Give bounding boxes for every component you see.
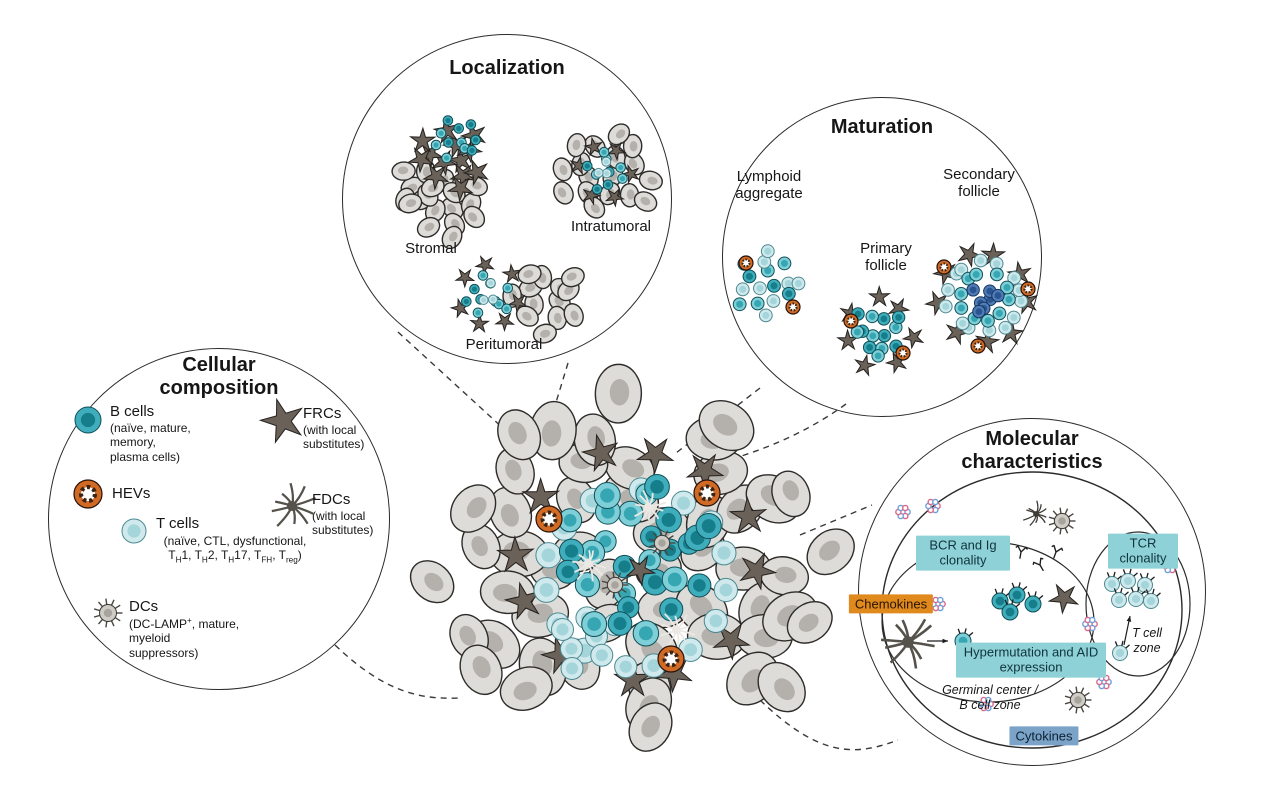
- legend-icons: [73, 397, 316, 628]
- cytokine-molecule: [1096, 674, 1112, 690]
- hypermutation-box: Hypermutation and AID expression: [956, 642, 1106, 678]
- primary-follicle-label: Primary follicle: [860, 240, 912, 275]
- germinal-center-label: Germinal center /B cell zone: [942, 683, 1038, 712]
- hev-icon: [895, 345, 911, 361]
- hev-icon: [535, 505, 563, 533]
- t-cells-label: T cells: [156, 515, 200, 532]
- stromal-label: Stromal: [405, 240, 457, 257]
- fdcs-label: FDCs: [312, 491, 351, 508]
- lymphoid-aggregate-label: Lymphoid aggregate: [735, 168, 803, 203]
- t-cells-detail: (naïve, CTL, dysfunctional,TH1, TH2, TH1…: [163, 534, 307, 565]
- b-cells-label: B cells: [110, 403, 155, 420]
- b-cells-icon: [74, 406, 102, 434]
- maturation-title: Maturation: [830, 116, 934, 138]
- peritumoral-label: Peritumoral: [465, 336, 543, 353]
- t-cells-icon: [121, 518, 147, 544]
- chemokines-box: Chemokines: [848, 594, 934, 614]
- hev-icon: [785, 299, 801, 315]
- cytokine-molecule: [978, 696, 994, 712]
- dcs-icon: [93, 598, 123, 628]
- hev-icon: [1020, 281, 1036, 297]
- secondary-follicle-label: Secondary follicle: [943, 166, 1015, 201]
- stromal-cluster: [391, 115, 489, 250]
- peritumoral-cluster: [449, 255, 585, 344]
- fdcs-icon: [271, 482, 316, 527]
- frcs-icon: [258, 397, 304, 444]
- b-cells-detail: (naïve, mature,memory,plasma cells): [110, 421, 191, 464]
- secondary-follicle-cluster: [923, 241, 1039, 354]
- cellular-composition-title: Cellular composition: [159, 354, 279, 399]
- hevs-label: HEVs: [112, 485, 151, 502]
- cytokine-molecule: [1082, 616, 1098, 632]
- intratumoral-label: Intratumoral: [570, 218, 652, 235]
- cytokine-molecule: [895, 504, 911, 520]
- dc-molecular: [1048, 507, 1076, 535]
- hev-icon: [693, 479, 721, 507]
- cytokines-box: Cytokines: [1009, 726, 1079, 746]
- localization-circle: [342, 34, 672, 364]
- cytokine-molecule: [930, 596, 946, 612]
- hev-icon: [843, 313, 859, 329]
- intratumoral-cluster: [552, 123, 663, 219]
- lymphoid-aggregate-cluster: [732, 244, 806, 323]
- localization-title: Localization: [449, 57, 565, 79]
- hev-icon: [936, 259, 952, 275]
- tcr-clonality-box: TCR clonality: [1108, 533, 1178, 569]
- fdc-germinal-center: [881, 618, 935, 669]
- cytokine-molecule: [925, 498, 941, 514]
- maturation-circle: [722, 97, 1042, 417]
- frcs-label: FRCs: [303, 405, 342, 422]
- cellular-composition-circle: [48, 348, 390, 690]
- central-tls-illustration: [409, 363, 855, 752]
- hev-icon: [657, 645, 685, 673]
- hev-icon: [738, 255, 754, 271]
- hevs-icon: [73, 479, 103, 509]
- bcr-ig-clonality-box: BCR and Ig clonality: [916, 535, 1010, 571]
- primary-follicle-cluster: [836, 284, 925, 377]
- t-cell-zone-label: T cell zone: [1132, 626, 1162, 655]
- hev-icon: [970, 338, 986, 354]
- dcs-label: DCs: [129, 598, 159, 615]
- molecular-characteristics-title: Molecular characteristics: [961, 428, 1103, 473]
- molecular-characteristics-circle: [858, 418, 1206, 766]
